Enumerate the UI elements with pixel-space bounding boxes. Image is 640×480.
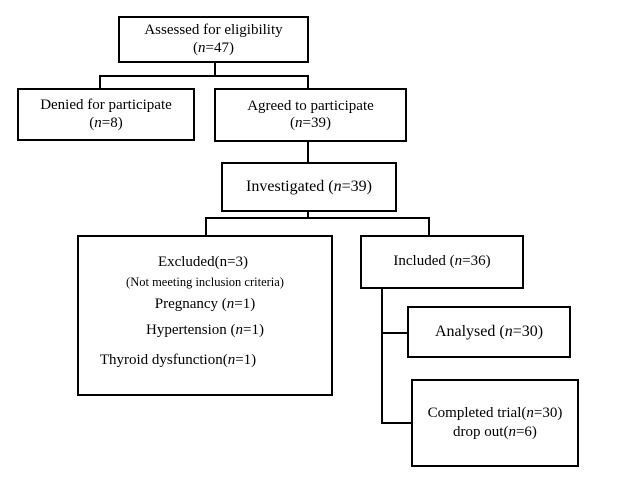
box-agreed: Agreed to participate (n=39)	[214, 88, 407, 142]
box-included: Included (n=36)	[360, 235, 524, 289]
connector-top-split	[99, 75, 309, 77]
box-excluded: Excluded(n=3) (Not meeting inclusion cri…	[77, 235, 333, 396]
box-completed: Completed trial(n=30) drop out(n=6)	[411, 379, 579, 467]
excluded-pregnancy: Pregnancy (n=1)	[154, 295, 256, 312]
connector-to-completed	[381, 422, 412, 424]
connector-included-trunk	[381, 288, 383, 423]
excluded-title: Excluded(n=3)	[157, 254, 249, 270]
investigated-label: Investigated (n=39)	[246, 177, 372, 195]
completed-dropout: drop out(n=6)	[453, 424, 537, 440]
excluded-subtitle: (Not meeting inclusion criteria)	[126, 275, 284, 290]
excluded-hypertension: Hypertension (n=1)	[145, 321, 265, 338]
connector-to-agreed	[307, 75, 309, 89]
assessed-label: Assessed for eligibility	[144, 22, 283, 39]
denied-count: (n=8)	[89, 114, 123, 131]
agreed-label: Agreed to participate	[247, 97, 374, 114]
included-label: Included (n=36)	[393, 253, 491, 270]
box-assessed: Assessed for eligibility (n=47)	[118, 16, 309, 63]
connector-to-excluded	[205, 217, 207, 236]
analysed-label: Analysed (n=30)	[434, 322, 544, 340]
connector-assessed-down	[214, 62, 216, 76]
excluded-thyroid: Thyroid dysfunction(n=1)	[99, 352, 257, 369]
connector-investigated-down	[307, 211, 309, 219]
box-denied: Denied for participate (n=8)	[17, 88, 195, 141]
connector-to-analysed	[381, 332, 408, 334]
connector-to-included	[428, 217, 430, 236]
box-analysed: Analysed (n=30)	[407, 306, 571, 358]
connector-agreed-to-investigated	[307, 141, 309, 163]
box-investigated: Investigated (n=39)	[221, 162, 397, 212]
assessed-count: (n=47)	[193, 39, 234, 56]
denied-label: Denied for participate	[40, 97, 172, 114]
connector-to-denied	[99, 75, 101, 89]
agreed-count: (n=39)	[290, 115, 331, 131]
connector-mid-split	[205, 217, 430, 219]
completed-trial: Completed trial(n=30)	[427, 404, 563, 421]
